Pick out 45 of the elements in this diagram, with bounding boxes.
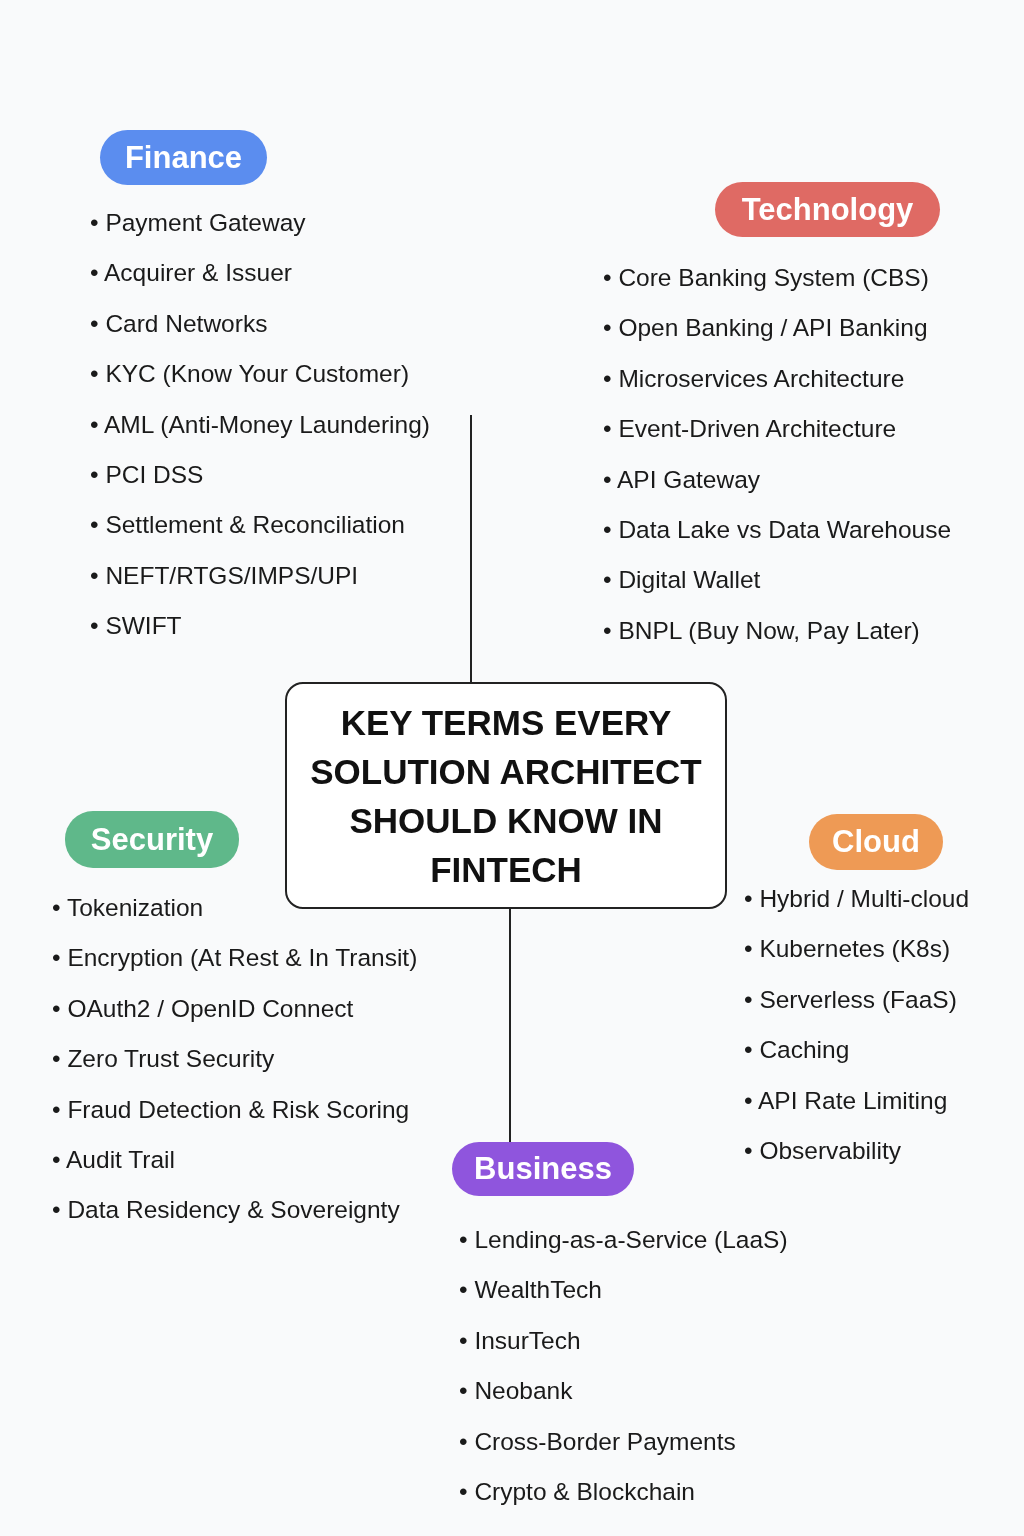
list-item: • Event-Driven Architecture [603,414,897,445]
list-item: • OAuth2 / OpenID Connect [52,993,354,1024]
list-item: • Zero Trust Security [52,1044,275,1075]
connector-line [509,908,511,1143]
list-item: • Crypto & Blockchain [459,1476,695,1507]
list-item: • Tokenization [52,893,204,923]
list-item: • Fraud Detection & Risk Scoring [52,1094,410,1125]
list-item: • Hybrid / Multi-cloud [744,884,970,914]
list-item: • Neobank [459,1376,573,1407]
category-pill: Finance [100,130,267,185]
list-item: • Settlement & Reconciliation [90,510,405,541]
list-item: • Lending-as-a-Service (LaaS) [459,1225,788,1255]
category-pill: Business [452,1142,634,1196]
list-item: • BNPL (Buy Now, Pay Later) [603,615,920,646]
list-item: • Audit Trail [52,1144,175,1175]
list-item: • Digital Wallet [603,565,761,596]
list-item: • Observability [744,1135,901,1166]
list-item: • NEFT/RTGS/IMPS/UPI [90,560,359,591]
list-item: • Card Networks [90,308,268,339]
list-item: • Data Lake vs Data Warehouse [603,514,952,545]
list-item: • Open Banking / API Banking [603,313,928,344]
list-item: • Cross-Border Payments [459,1426,736,1457]
list-item: • Payment Gateway [90,208,306,238]
connector-line [470,414,472,683]
list-item: • API Rate Limiting [744,1085,948,1116]
list-item: • Core Banking System (CBS) [603,263,929,293]
list-item: • SWIFT [90,611,182,642]
list-item: • Acquirer & Issuer [90,258,292,289]
list-item: • Kubernetes (K8s) [744,934,951,965]
title-text: KEY TERMS EVERY SOLUTION ARCHITECT SHOULD KNOW IN FINTECH [309,701,703,891]
list-item: • Caching [744,1035,850,1066]
category-pill: Cloud [809,814,943,870]
list-item: • PCI DSS [90,459,204,490]
list-item: • Serverless (FaaS) [744,984,957,1015]
list-item: • InsurTech [459,1325,581,1356]
list-item: • Microservices Architecture [603,363,905,394]
list-item: • AML (Anti-Money Laundering) [90,409,430,440]
category-pill: Technology [715,182,940,237]
list-item: • KYC (Know Your Customer) [90,359,410,390]
title-box [285,682,727,909]
list-item: • Encryption (At Rest & In Transit) [52,943,418,974]
list-item: • Data Residency & Sovereignty [52,1195,400,1226]
category-pill: Security [65,811,239,868]
list-item: • API Gateway [603,464,760,495]
list-item: • WealthTech [459,1275,602,1306]
